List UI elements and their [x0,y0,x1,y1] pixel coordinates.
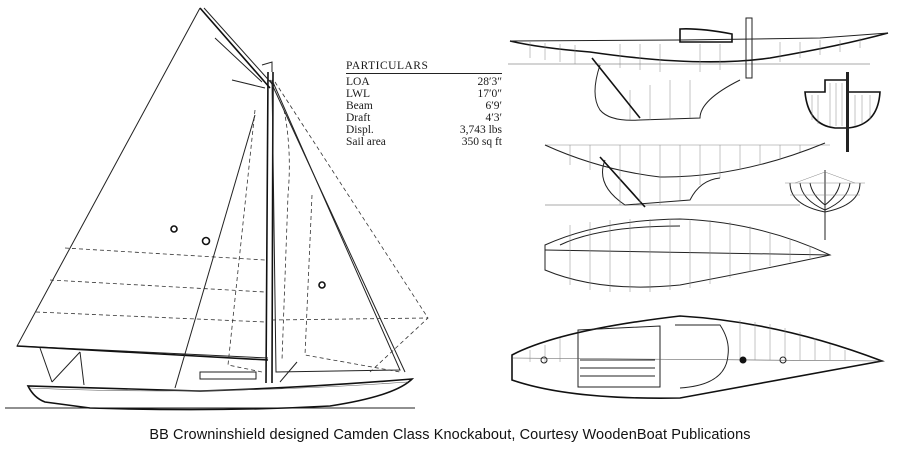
forestay [269,79,406,373]
hull [26,378,415,411]
caption: BB Crowninshield designed Camden Class K… [149,427,751,443]
inboard-profile [508,17,889,121]
boom-crutch [39,347,85,386]
hull-plans [508,17,889,399]
particulars-title: PARTICULARS [346,60,502,74]
reef-line-1 [64,247,266,261]
body-plan [785,170,865,240]
batten-mark [170,225,178,233]
lines-profile [544,142,830,208]
boom [16,345,269,361]
gaff [199,7,271,89]
deck-plan [511,315,885,399]
particulars-row-displacement: Displ.3,743 lbs [346,124,502,136]
midship-section [804,72,881,152]
masthead [261,61,273,72]
shroud [174,114,256,389]
jib [271,79,401,373]
mast-step [739,356,747,364]
half-breadth-plan [544,218,832,292]
sheer-line [29,381,409,392]
sail-plan [5,7,429,411]
cabin-trunk [199,371,257,380]
